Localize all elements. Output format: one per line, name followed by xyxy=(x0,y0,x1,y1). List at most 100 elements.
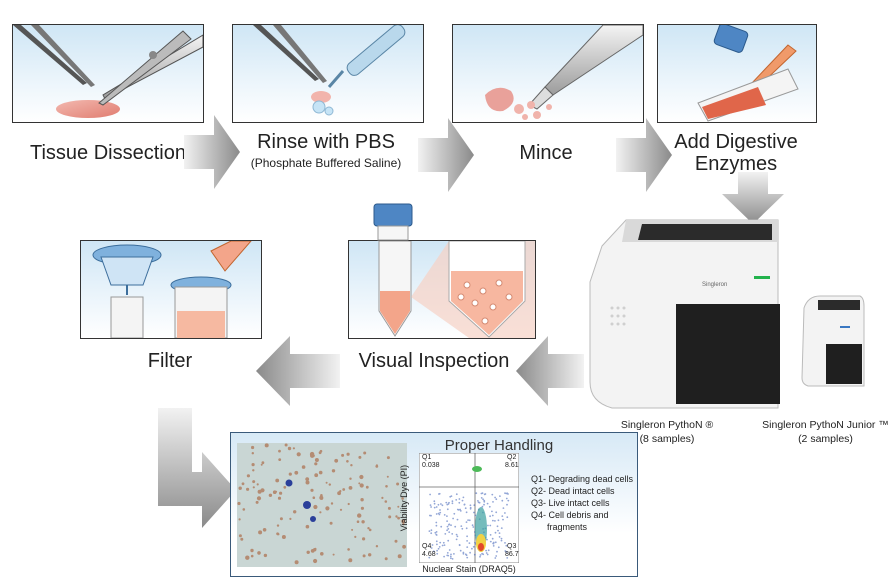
cell-dot xyxy=(358,455,362,459)
cell-dot xyxy=(329,521,333,525)
scatter-dot xyxy=(498,536,501,538)
cell-dot xyxy=(396,482,400,486)
scatter-dot xyxy=(461,527,464,530)
scatter-dot xyxy=(429,493,431,496)
scatter-dot xyxy=(496,550,498,553)
scatter-dot xyxy=(462,552,465,555)
scatter-dot xyxy=(506,516,509,519)
cell-dot xyxy=(318,470,323,475)
legend-q2: Q2- Dead intact cells xyxy=(531,486,615,496)
arrow-left-icon xyxy=(516,336,584,406)
cell-dot xyxy=(246,474,250,478)
cell-dot xyxy=(385,485,388,488)
scatter-dot xyxy=(502,518,504,521)
scatter-dot xyxy=(450,553,452,556)
scatter-dot xyxy=(477,501,480,504)
cell-dot xyxy=(354,535,357,538)
scatter-dot xyxy=(446,552,449,554)
scatter-dot xyxy=(438,546,441,548)
cell-dot xyxy=(314,462,318,466)
cell-dot xyxy=(238,486,242,490)
scatter-dot xyxy=(446,508,449,511)
cell-dot xyxy=(320,494,323,497)
cell-dot xyxy=(375,465,379,468)
cell-dot xyxy=(332,553,335,556)
cell-dot xyxy=(381,496,384,499)
cell-dot xyxy=(263,553,268,558)
scatter-dot xyxy=(449,555,452,558)
scatter-dot xyxy=(481,505,484,508)
scatter-dot xyxy=(433,502,436,505)
cell-dot xyxy=(320,552,324,556)
scatter-dot xyxy=(483,493,486,496)
scatter-dot xyxy=(471,524,474,527)
cell-dot xyxy=(386,456,390,460)
scatter-dot xyxy=(459,510,462,512)
scatter-dot xyxy=(450,524,452,527)
scatter-dot xyxy=(450,495,453,497)
scatter-dot xyxy=(487,549,490,552)
cell-dot xyxy=(261,461,265,465)
cell-dot xyxy=(252,486,255,489)
cell-dot xyxy=(278,458,282,461)
scatter-dot xyxy=(430,506,432,508)
cell-dot xyxy=(402,522,405,526)
cell-dot xyxy=(362,537,366,541)
cell-dot xyxy=(395,515,398,518)
cell-dot xyxy=(314,547,317,550)
scatter-dot xyxy=(466,546,469,548)
scatter-dot xyxy=(481,492,484,495)
scatter-dot xyxy=(447,539,450,542)
junior-caption: Singleron PythoN Junior ™ (2 samples) xyxy=(756,418,895,446)
scatter-dot xyxy=(464,553,467,556)
cell-dot xyxy=(314,458,319,462)
scatter-dot xyxy=(501,515,504,517)
arrow-right-icon xyxy=(616,118,672,192)
q1-label: Q1 xyxy=(422,454,432,461)
cell-dot xyxy=(348,558,353,563)
pipette-forceps-icon xyxy=(253,25,406,116)
scatter-dot xyxy=(466,556,469,559)
step-sublabel-rinse: (Phosphate Buffered Saline) xyxy=(250,156,402,170)
scatter-dot xyxy=(435,506,438,508)
scatter-dot xyxy=(435,524,438,527)
scatter-dot xyxy=(479,555,481,558)
cell-dot xyxy=(319,511,322,514)
python-name: Singleron PythoN ® xyxy=(620,419,714,431)
scatter-dot xyxy=(438,493,440,495)
scatter-dot xyxy=(459,549,462,552)
cell-dot xyxy=(252,469,255,472)
scatter-dot xyxy=(498,532,501,534)
mince-panel xyxy=(452,24,644,123)
cell-dot xyxy=(252,480,256,484)
cell-dot xyxy=(397,516,400,520)
cell-dot xyxy=(362,554,366,558)
cell-dot xyxy=(397,505,400,508)
cell-dot xyxy=(368,553,372,557)
cell-dot xyxy=(309,451,315,457)
cell-dot xyxy=(339,508,343,511)
scatter-dot xyxy=(446,515,448,517)
cell-dot xyxy=(287,446,292,451)
scatter-dot xyxy=(506,557,509,559)
cell-dot xyxy=(359,483,364,488)
scatter-dot xyxy=(494,557,497,559)
scatter-dot xyxy=(483,499,486,502)
scatter-dot xyxy=(448,501,450,504)
cell-dot xyxy=(368,528,372,532)
cell-dot xyxy=(264,443,269,448)
cell-dot xyxy=(258,530,263,535)
scatter-dot xyxy=(456,518,459,521)
flow-cytometry-plot xyxy=(419,453,519,563)
scatter-dot xyxy=(430,547,433,549)
cell-dot xyxy=(356,520,360,523)
rinse-panel xyxy=(232,24,424,123)
scatter-dot xyxy=(430,532,433,535)
scatter-dot xyxy=(443,514,446,516)
cell-dot xyxy=(350,464,353,467)
cell-dot xyxy=(284,443,288,447)
ylabel: Viability Dye (PI) xyxy=(399,464,409,532)
scatter-dot xyxy=(444,533,447,535)
scatter-dot xyxy=(491,537,494,540)
cell-dot xyxy=(325,506,330,511)
